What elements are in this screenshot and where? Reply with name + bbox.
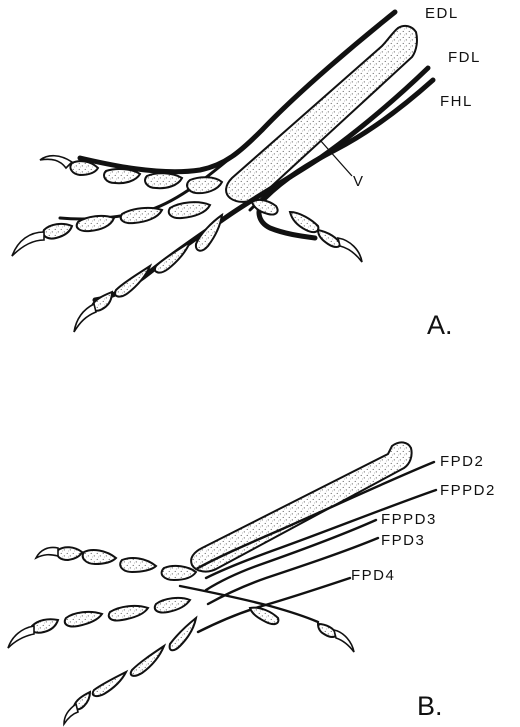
label-fpd4: FPD4 xyxy=(351,567,395,584)
label-fdl: FDL xyxy=(448,49,481,66)
digit-a-hallux xyxy=(252,200,362,262)
label-v: V xyxy=(353,173,365,190)
label-fppd3: FPPD3 xyxy=(381,511,437,528)
label-fpd2: FPD2 xyxy=(440,453,484,470)
panel-b-label: B. xyxy=(417,691,443,721)
digit-b-middle xyxy=(8,598,190,648)
panel-a-label: A. xyxy=(427,310,453,340)
digit-b-upper xyxy=(36,547,196,580)
panel-b: FPD2 FPPD2 FPPD3 FPD3 FPD4 B. xyxy=(8,442,496,724)
label-fppd2: FPPD2 xyxy=(440,482,496,499)
label-edl: EDL xyxy=(425,5,459,22)
digit-b-hallux xyxy=(250,608,354,652)
digit-a-upper xyxy=(40,156,222,193)
label-fhl: FHL xyxy=(440,93,473,110)
panel-a: EDL FDL FHL V A. xyxy=(12,5,481,340)
metatarsal-bone-b xyxy=(191,442,411,571)
label-fpd3: FPD3 xyxy=(381,532,425,549)
crossing-tendon xyxy=(180,586,318,622)
digit-b-lower xyxy=(64,618,196,724)
